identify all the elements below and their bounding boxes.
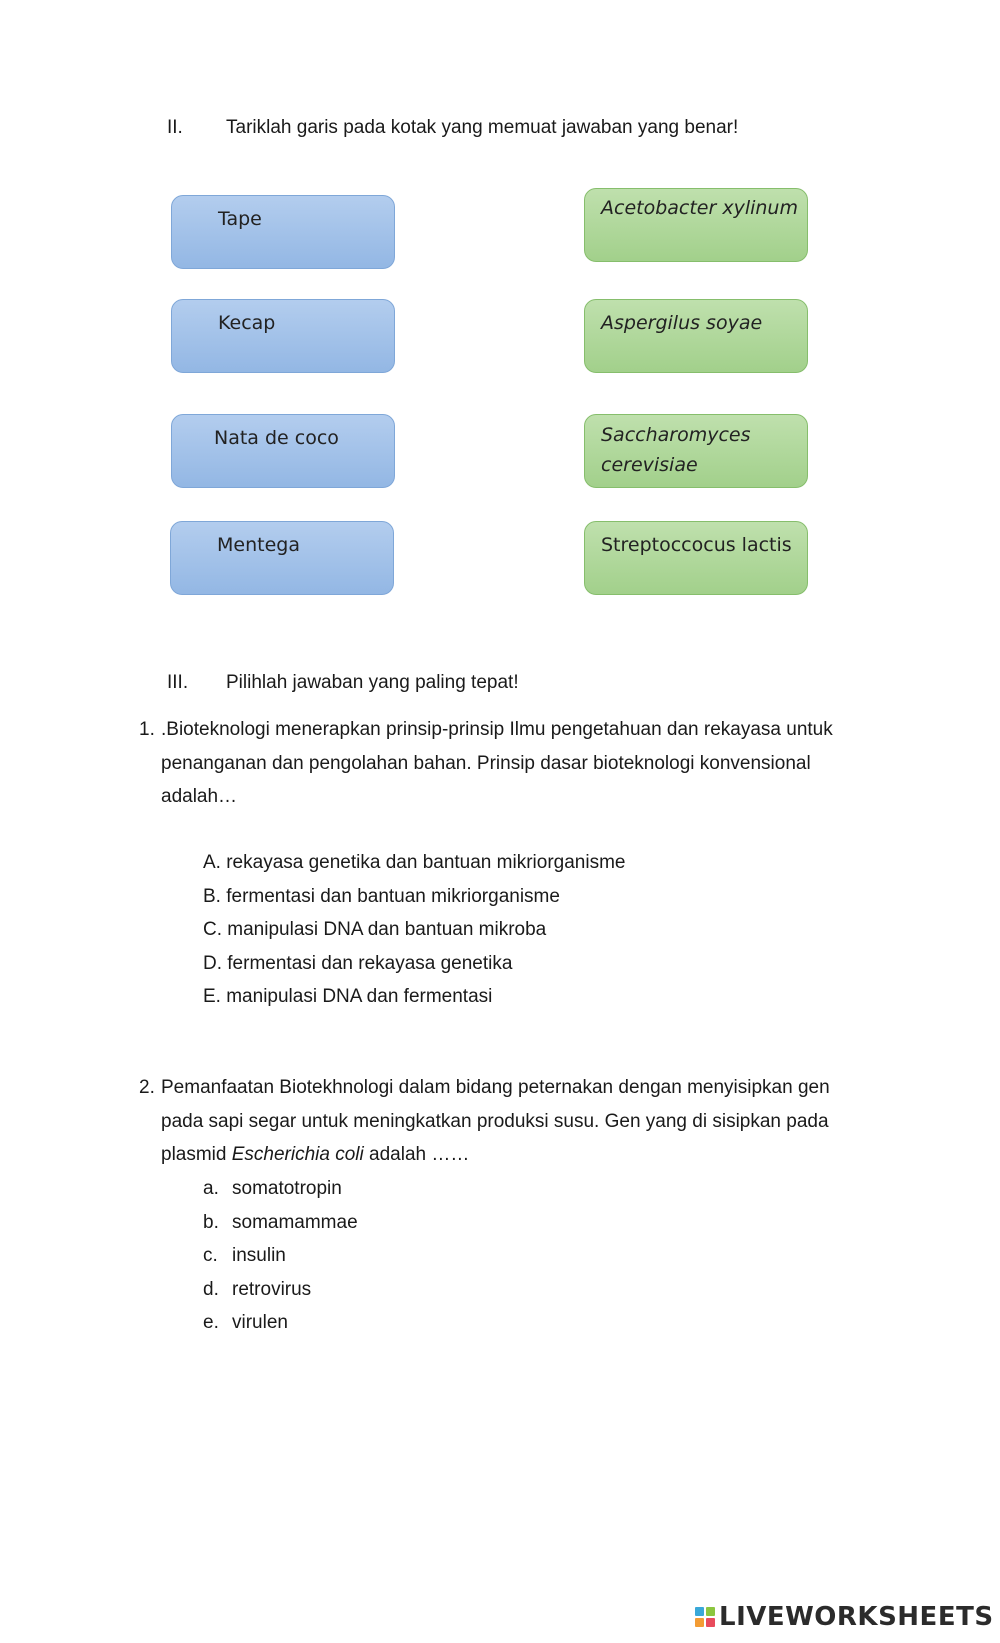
match-left-label: Kecap: [218, 312, 276, 334]
q2-option-d[interactable]: d. retrovirus: [203, 1273, 358, 1307]
q1-option-c[interactable]: C. manipulasi DNA dan bantuan mikroba: [203, 919, 547, 940]
q2-option-c[interactable]: c. insulin: [203, 1239, 358, 1273]
match-right-label: Aspergilus soyae: [601, 312, 763, 334]
match-right-label: Acetobacter xylinum: [601, 197, 798, 219]
q1-option-b[interactable]: B. fermentasi dan bantuan mikriorganisme: [203, 885, 560, 907]
match-left-kecap[interactable]: Kecap: [171, 299, 395, 373]
q1-option-d[interactable]: D. fermentasi dan rekayasa genetika: [203, 952, 513, 974]
match-right-label: Streptoccocus lactis: [601, 534, 792, 556]
option-letter: a.: [203, 1178, 219, 1199]
match-right-label-line1: Saccharomyces: [601, 424, 751, 446]
logo-text: LIVEWORKSHEETS: [719, 1602, 994, 1632]
option-text: virulen: [232, 1312, 288, 1333]
q2-number: 2.: [139, 1077, 155, 1098]
q2-option-b[interactable]: b. somamammae: [203, 1206, 358, 1240]
q1-line: penanganan dan pengolahan bahan. Prinsip…: [161, 752, 811, 774]
logo-grid-icon: [695, 1607, 715, 1627]
match-left-mentega[interactable]: Mentega: [170, 521, 394, 595]
match-right-aspergilus[interactable]: Aspergilus soyae: [584, 299, 808, 373]
q2-line: plasmid Escherichia coli adalah ……: [161, 1138, 881, 1172]
q2-option-e[interactable]: e. virulen: [203, 1306, 358, 1340]
section3-number: III.: [167, 672, 189, 693]
q1-number: 1.: [139, 719, 155, 740]
section3-instruction: Pilihlah jawaban yang paling tepat!: [226, 672, 519, 693]
q2-text: Pemanfaatan Biotekhnologi dalam bidang p…: [161, 1071, 881, 1172]
option-text: retrovirus: [232, 1278, 312, 1300]
match-left-tape[interactable]: Tape: [171, 195, 395, 269]
match-left-nata-de-coco[interactable]: Nata de coco: [171, 414, 395, 488]
match-right-label-line2: cerevisiae: [601, 454, 698, 476]
q2-line3-start: plasmid: [161, 1144, 232, 1165]
option-text: somatotropin: [232, 1178, 342, 1199]
q1-line: .Bioteknologi menerapkan prinsip-prinsip…: [161, 719, 833, 740]
q2-options: a. somatotropin b. somamammae c. insulin d.…: [203, 1172, 358, 1340]
option-text: insulin: [232, 1245, 286, 1266]
q2-line3-end: adalah ……: [363, 1144, 470, 1165]
option-letter: d.: [203, 1278, 219, 1300]
q2-option-a[interactable]: a. somatotropin: [203, 1172, 358, 1206]
liveworksheets-logo: LIVEWORKSHEETS: [695, 1600, 994, 1634]
section2-instruction: Tariklah garis pada kotak yang memuat ja…: [226, 117, 739, 138]
match-right-saccharomyces[interactable]: Saccharomyces cerevisiae: [584, 414, 808, 488]
option-letter: b.: [203, 1211, 219, 1233]
option-letter: e.: [203, 1312, 219, 1333]
q1-line: adalah…: [161, 786, 238, 807]
match-right-streptococcus[interactable]: Streptoccocus lactis: [584, 521, 808, 595]
option-text: somamammae: [232, 1211, 358, 1233]
q1-options: A. rekayasa genetika dan bantuan mikrior…: [203, 846, 625, 1014]
match-left-label: Mentega: [217, 534, 300, 556]
match-left-label: Nata de coco: [214, 427, 339, 449]
match-right-acetobacter[interactable]: Acetobacter xylinum: [584, 188, 808, 262]
q2-line: pada sapi segar untuk meningkatkan produ…: [161, 1110, 829, 1132]
q1-option-a[interactable]: A. rekayasa genetika dan bantuan mikrior…: [203, 852, 626, 873]
q2-organism: Escherichia coli: [231, 1144, 364, 1165]
option-letter: c.: [203, 1245, 218, 1266]
section2-number: II.: [167, 117, 183, 138]
match-left-label: Tape: [218, 208, 262, 230]
q1-option-e[interactable]: E. manipulasi DNA dan fermentasi: [203, 986, 493, 1007]
q1-text: .Bioteknologi menerapkan prinsip-prinsip…: [161, 713, 881, 814]
q2-line: Pemanfaatan Biotekhnologi dalam bidang p…: [161, 1077, 830, 1098]
